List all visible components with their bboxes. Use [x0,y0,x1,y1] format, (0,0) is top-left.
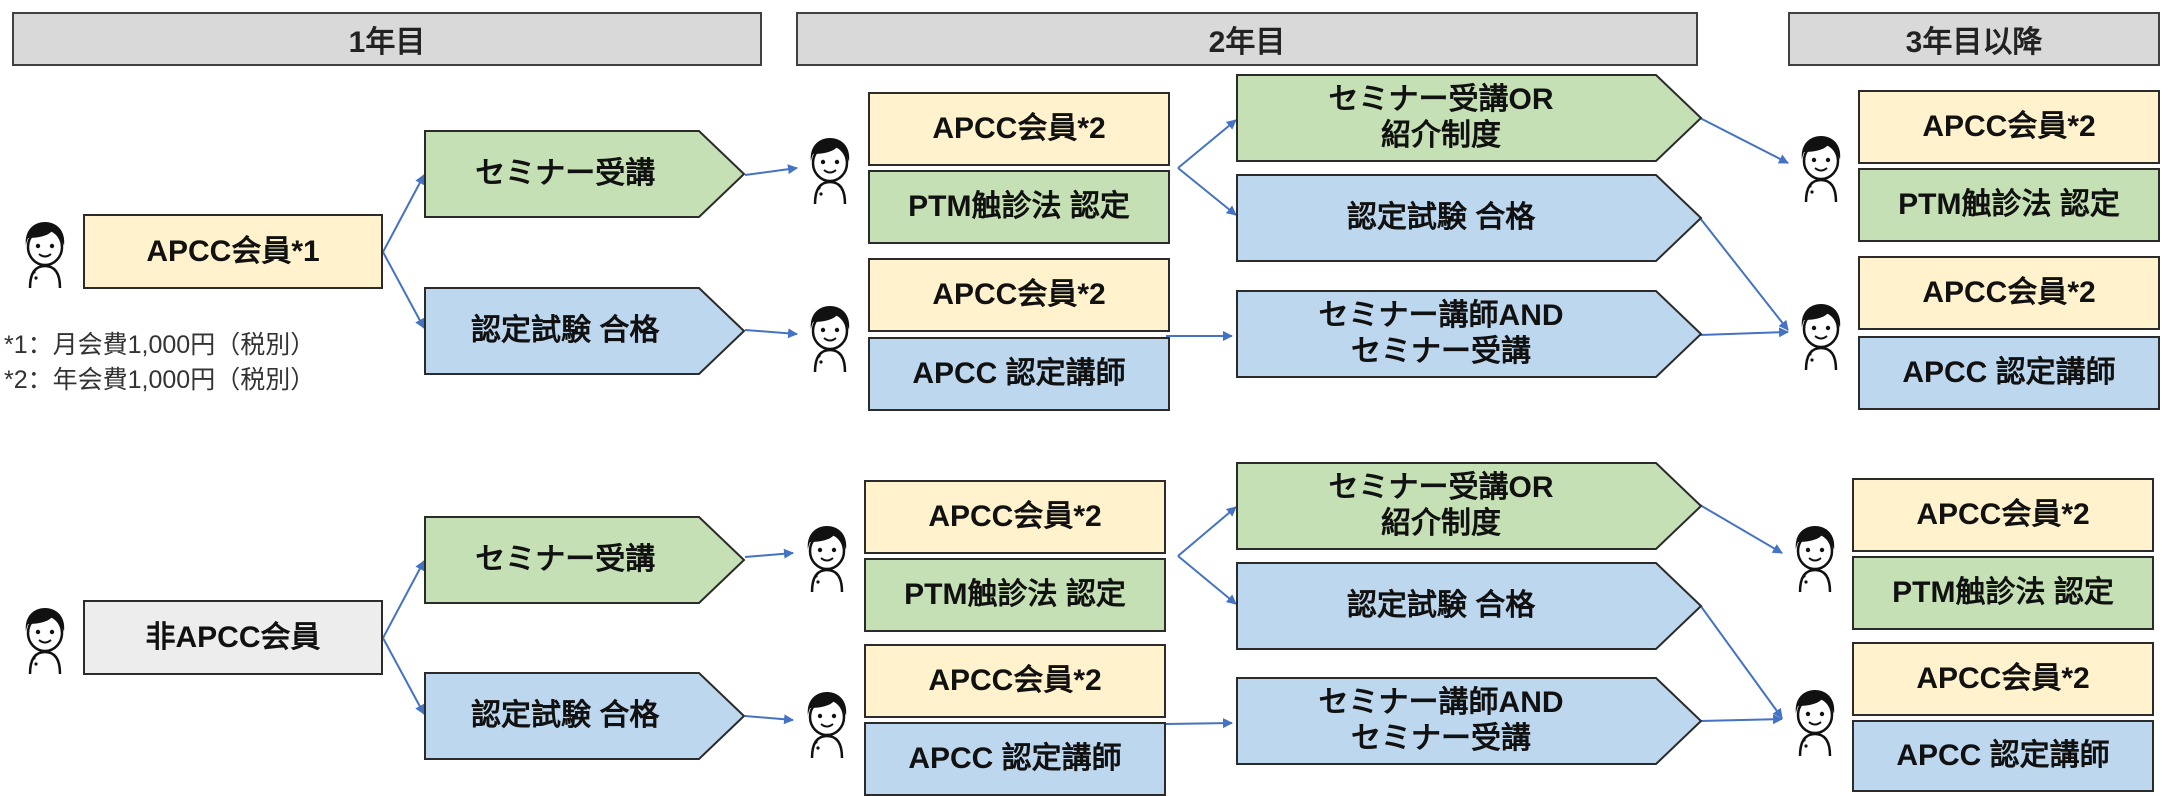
arrow-bottom-start-to-seminar [382,560,425,639]
bottom-step1-seminar-chevron: セミナー受講 [424,516,746,604]
bottom-y2a-member-box: APCC会員*2 [864,480,1166,554]
top-y2b-cert-box: APCC 認定講師 [868,337,1170,411]
top-step2-exam-chevron: 認定試験 合格 [1236,174,1703,262]
top-start-box: APCC会員*1 [83,214,383,289]
bottom-start-box: 非APCC会員 [83,600,383,675]
bottom-y2a-cert-box: PTM触診法 認定 [864,558,1166,632]
person-icon [1788,684,1842,757]
arrow-top-start-to-seminar [382,174,425,253]
arrow-top-exam-to-y2 [744,328,798,339]
bottom-y3a-cert-box: PTM触診法 認定 [1852,556,2154,630]
footnote-1: *1：月会費1,000円（税別） [4,331,316,359]
bottom-step1-exam-label: 認定試験 合格 [471,699,660,732]
person-icon [1794,298,1848,371]
arrow-bottom-seminar-or-to-y3 [1699,504,1783,554]
person-icon [803,300,857,373]
bottom-step2-exam-chevron: 認定試験 合格 [1236,562,1703,650]
arrow-bottom-start-to-exam [382,637,425,715]
top-y3a-cert-box: PTM触診法 認定 [1858,168,2160,242]
top-y3a-member-box: APCC会員*2 [1858,90,2160,164]
person-icon [1794,130,1848,203]
top-y2b-member-box: APCC会員*2 [868,258,1170,332]
top-y2a-cert-box: PTM触診法 認定 [868,170,1170,244]
arrow-top-y2-to-exam [1177,167,1237,216]
bottom-step2-exam-label: 認定試験 合格 [1346,589,1536,622]
arrow-top-teacher-to-y3 [1699,327,1789,338]
arrow-top-exam-to-y3 [1699,217,1789,331]
bottom-step1-seminar-label: セミナー受講 [475,543,656,576]
arrow-top-seminar-to-y2 [744,164,798,176]
arrow-bottom-y2-to-exam [1177,555,1237,605]
arrow-top-start-to-exam [382,251,425,329]
arrow-top-seminar-or-to-y3 [1699,117,1789,164]
person-icon [18,216,72,289]
arrow-bottom-y2-to-seminar-or [1177,506,1237,557]
arrow-bottom-seminar-to-y2 [744,548,794,559]
bottom-y3b-cert-box: APCC 認定講師 [1852,720,2154,792]
footnote-2: *2：年会費1,000円（税別） [4,366,316,394]
top-step1-exam-chevron: 認定試験 合格 [424,287,746,375]
top-y2a-member-box: APCC会員*2 [868,92,1170,166]
header-year1: 1年目 [12,12,762,66]
top-step1-seminar-chevron: セミナー受講 [424,130,746,218]
bottom-step1-exam-chevron: 認定試験 合格 [424,672,746,760]
person-icon [800,686,854,759]
top-y3b-cert-box: APCC 認定講師 [1858,336,2160,410]
person-icon [18,602,72,675]
bottom-y3a-member-box: APCC会員*2 [1852,478,2154,552]
bottom-y3b-member-box: APCC会員*2 [1852,642,2154,716]
top-step1-exam-label: 認定試験 合格 [471,314,660,347]
top-y3b-member-box: APCC会員*2 [1858,256,2160,330]
header-year3: 3年目以降 [1788,12,2160,66]
arrow-top-y2-to-seminar-or [1177,119,1237,169]
arrow-bottom-exam-to-y2 [744,714,794,725]
arrow-bottom-y2b-to-teacher [1165,718,1233,729]
header-year2: 2年目 [796,12,1698,66]
arrow-bottom-exam-to-y3 [1699,604,1783,719]
arrow-bottom-teacher-to-y3 [1699,714,1783,725]
bottom-y2b-cert-box: APCC 認定講師 [864,722,1166,796]
top-step1-seminar-label: セミナー受講 [475,157,656,190]
person-icon [803,132,857,205]
bottom-y2b-member-box: APCC会員*2 [864,644,1166,718]
person-icon [800,520,854,593]
top-step2-exam-label: 認定試験 合格 [1346,201,1536,234]
person-icon [1788,520,1842,593]
